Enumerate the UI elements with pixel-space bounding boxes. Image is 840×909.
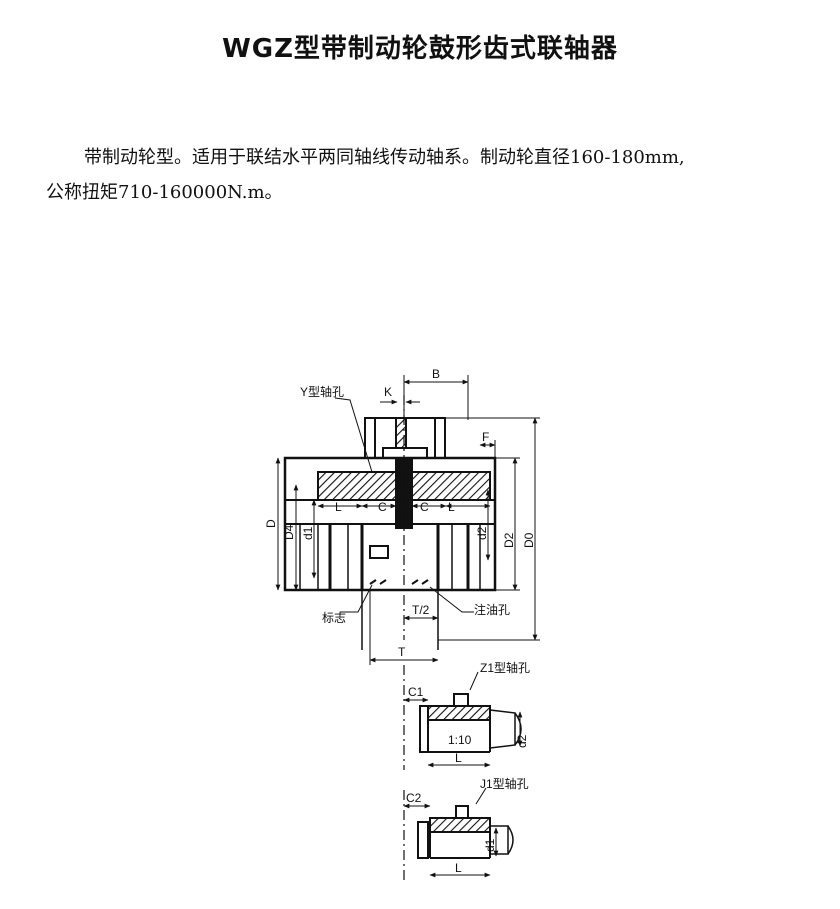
label-taper: 1:10 [448,733,472,747]
label-z1-bore: Z1型轴孔 [480,660,530,675]
page-title: WGZ型带制动轮鼓形齿式联轴器 [222,34,618,64]
label-d: D [264,519,278,528]
label-l-z: L [455,751,462,765]
main-dimensions [275,375,540,665]
label-c-left: C [378,500,387,514]
label-f: F [482,430,489,444]
label-d1-j: d1 [483,838,497,852]
label-d1: d1 [301,526,315,540]
label-l-right: L [448,500,455,514]
label-t-half: T/2 [412,603,430,617]
description: 带制动轮型。适用于联结水平两同轴线传动轴系。制动轮直径160-180mm, 公称… [46,140,816,210]
label-l-left: L [335,500,342,514]
z1-dimensions [403,671,523,768]
label-d2-z: d2 [515,734,529,748]
label-oil-hole: 注油孔 [474,602,510,617]
description-line-1: 带制动轮型。适用于联结水平两同轴线传动轴系。制动轮直径160-180mm, [84,147,685,168]
label-mark: 标志 [322,611,346,625]
label-j1-bore: J1型轴孔 [480,776,529,791]
main-view [283,395,497,650]
label-d2: d2 [475,526,489,540]
label-y-bore: Y型轴孔 [300,384,344,399]
z1-view [403,665,522,770]
mark-box [369,545,389,559]
label-b: B [432,367,440,381]
description-line-2: 公称扭矩710-160000N.m。 [46,182,283,203]
label-D2: D2 [502,532,516,548]
diagram-labels: Y型轴孔 K B F D D4 d1 L C C L d2 D2 D0 标志 T… [264,367,536,875]
label-c2: C2 [406,791,422,805]
label-D0: D0 [522,532,536,548]
label-k: K [384,385,392,399]
label-c1: C1 [408,685,424,699]
label-c-right: C [420,500,429,514]
label-t: T [398,645,406,659]
j1-dimensions [403,787,499,878]
label-l-j: L [455,861,462,875]
label-d4: D4 [282,524,296,540]
gear-band-left [317,471,397,501]
gear-band-right [411,471,491,501]
